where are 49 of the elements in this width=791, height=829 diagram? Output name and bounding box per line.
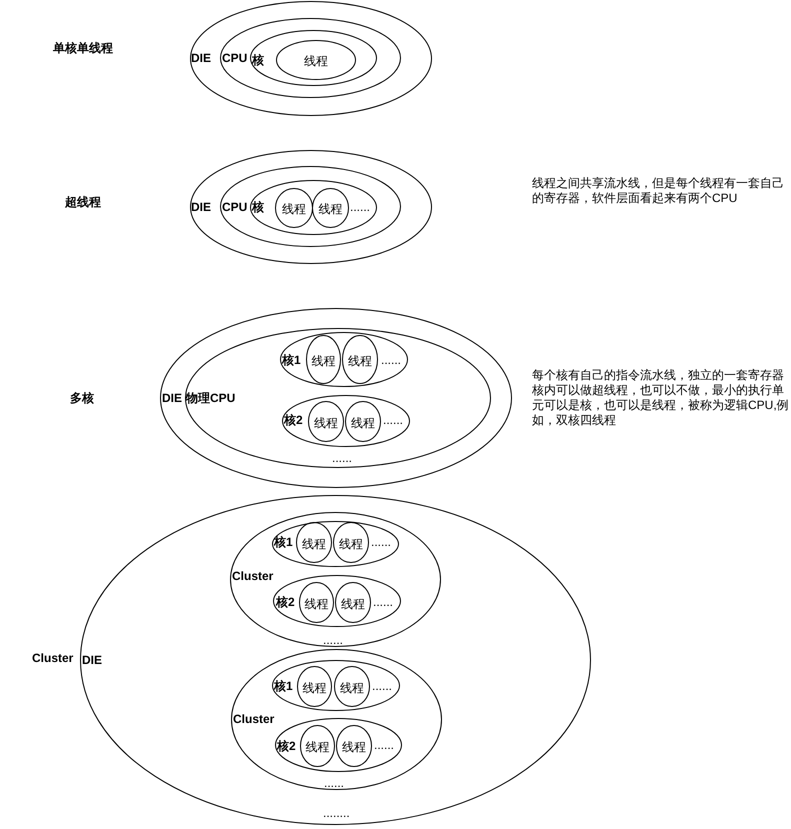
ellipsis-text: ...... — [383, 413, 404, 427]
thread-label: 线程 — [312, 354, 336, 368]
thread-label: 线程 — [340, 680, 364, 694]
row-title: 单核单线程 — [53, 40, 113, 56]
thread-label: 线程 — [304, 596, 328, 610]
ellipsis-text: ...... — [371, 535, 392, 549]
thread-label: 线程 — [318, 202, 342, 216]
core-label: 核 — [252, 200, 264, 214]
row-title: Cluster — [32, 650, 74, 666]
thread-label: 线程 — [304, 54, 328, 68]
cpu-label: CPU — [222, 51, 248, 65]
cluster-label: Cluster — [233, 712, 274, 726]
core-label: 核 — [252, 53, 264, 67]
core-label: 核2 — [276, 595, 295, 609]
thread-label: 线程 — [342, 740, 366, 754]
row-title: 超线程 — [65, 194, 101, 210]
ellipsis-text: ...... — [381, 353, 402, 367]
cpu-label: 物理CPU — [186, 391, 236, 405]
ellipsis-text: ...... — [373, 595, 394, 609]
thread-label: 线程 — [341, 596, 365, 610]
thread-label: 线程 — [306, 740, 330, 754]
ellipsis-text: ...... — [324, 776, 344, 790]
core-label: 核2 — [284, 413, 303, 427]
row-title: 多核 — [70, 390, 94, 406]
die-label: DIE — [191, 200, 212, 214]
ellipsis-text: ...... — [323, 633, 344, 647]
core-label: 核2 — [277, 739, 296, 753]
die-label: DIE — [82, 653, 102, 667]
thread-label: 线程 — [282, 202, 306, 216]
core-label: 核1 — [282, 353, 301, 367]
note-text: 线程之间共享流水线，但是每个线程有一套自己的寄存器，软件层面看起来有两个CPU — [532, 176, 785, 206]
ellipsis-text: ...... — [350, 200, 370, 214]
core-label: 核1 — [274, 679, 293, 693]
ellipsis-text: ...... — [332, 451, 352, 465]
core-label: 核1 — [274, 535, 293, 549]
thread-label: 线程 — [302, 536, 326, 550]
thread-label: 线程 — [348, 354, 372, 368]
die-label: DIE — [162, 391, 182, 405]
cpu-label: CPU — [222, 200, 248, 214]
die-label: DIE — [191, 51, 212, 65]
thread-label: 线程 — [339, 536, 363, 550]
thread-label: 线程 — [302, 680, 326, 694]
ellipsis-text: ........ — [323, 806, 350, 820]
ellipsis-text: ...... — [374, 738, 394, 752]
cluster-label: Cluster — [232, 569, 274, 583]
thread-label: 线程 — [351, 416, 375, 430]
ellipsis-text: ...... — [372, 679, 392, 693]
note-text: 每个核有自己的指令流水线，独立的一套寄存器核内可以做超线程，也可以不做，最小的执行单元可以是核，也可以是线程，被称为逻辑CPU,例如，双核四线程 — [532, 368, 790, 428]
thread-label: 线程 — [314, 416, 338, 430]
